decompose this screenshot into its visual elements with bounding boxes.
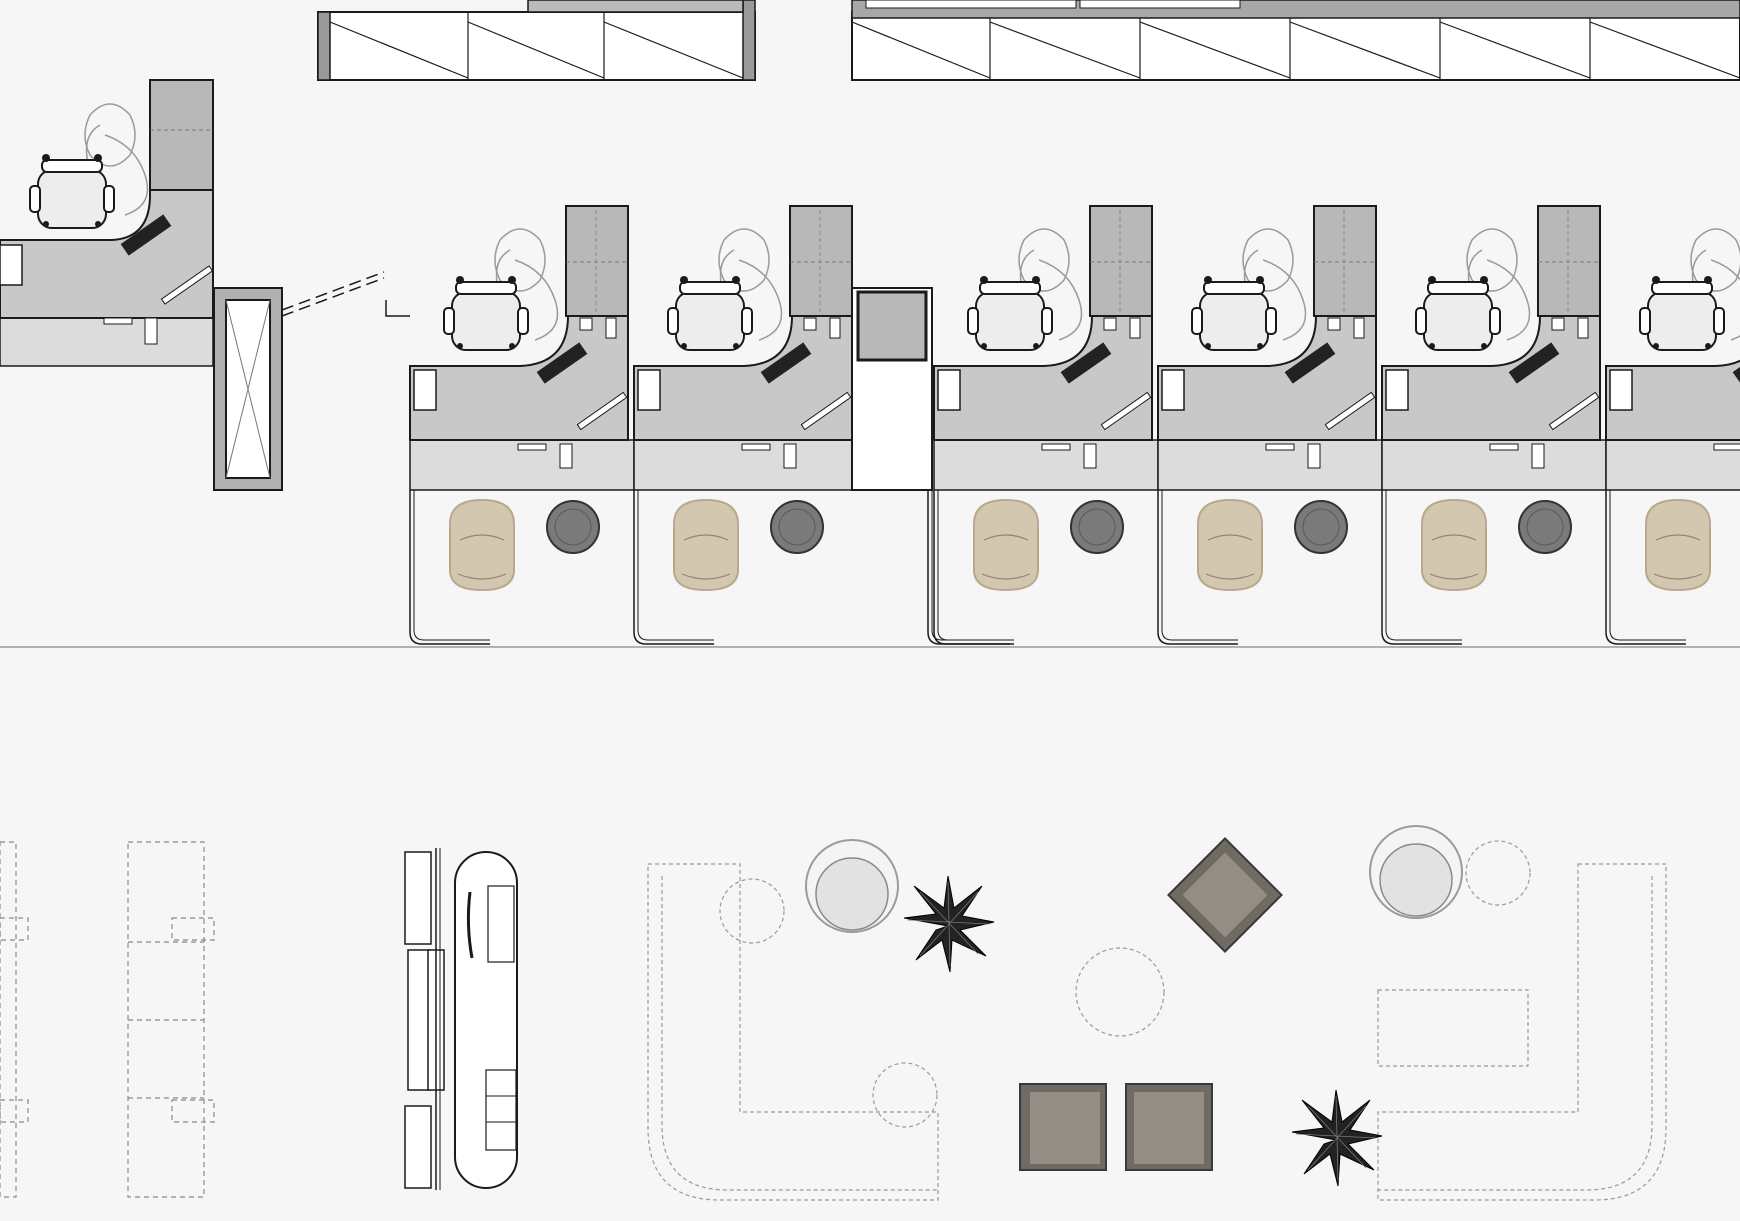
workstation xyxy=(1381,205,1607,645)
workstation-row xyxy=(409,205,1740,645)
column xyxy=(851,287,1010,645)
workstation xyxy=(409,205,635,645)
bench-left xyxy=(0,841,215,1198)
plant-2 xyxy=(1291,1089,1383,1187)
round-armchair-left xyxy=(805,839,899,933)
plant-1 xyxy=(903,875,995,973)
workstation xyxy=(633,205,859,645)
square-chair-rotated xyxy=(1167,837,1283,953)
square-chair-2 xyxy=(1125,1083,1213,1171)
round-armchair-right xyxy=(1369,825,1463,919)
door-frame xyxy=(213,271,410,491)
square-chair-1 xyxy=(1019,1083,1107,1171)
workstation xyxy=(1605,228,1740,645)
storage-wall-right xyxy=(851,0,1740,81)
manager-desk xyxy=(0,79,214,367)
workstation xyxy=(1157,205,1383,645)
workstation xyxy=(933,205,1159,645)
storage-wall-left xyxy=(317,0,756,81)
pantry-counter xyxy=(404,848,518,1190)
lounge-area xyxy=(647,825,1667,1201)
